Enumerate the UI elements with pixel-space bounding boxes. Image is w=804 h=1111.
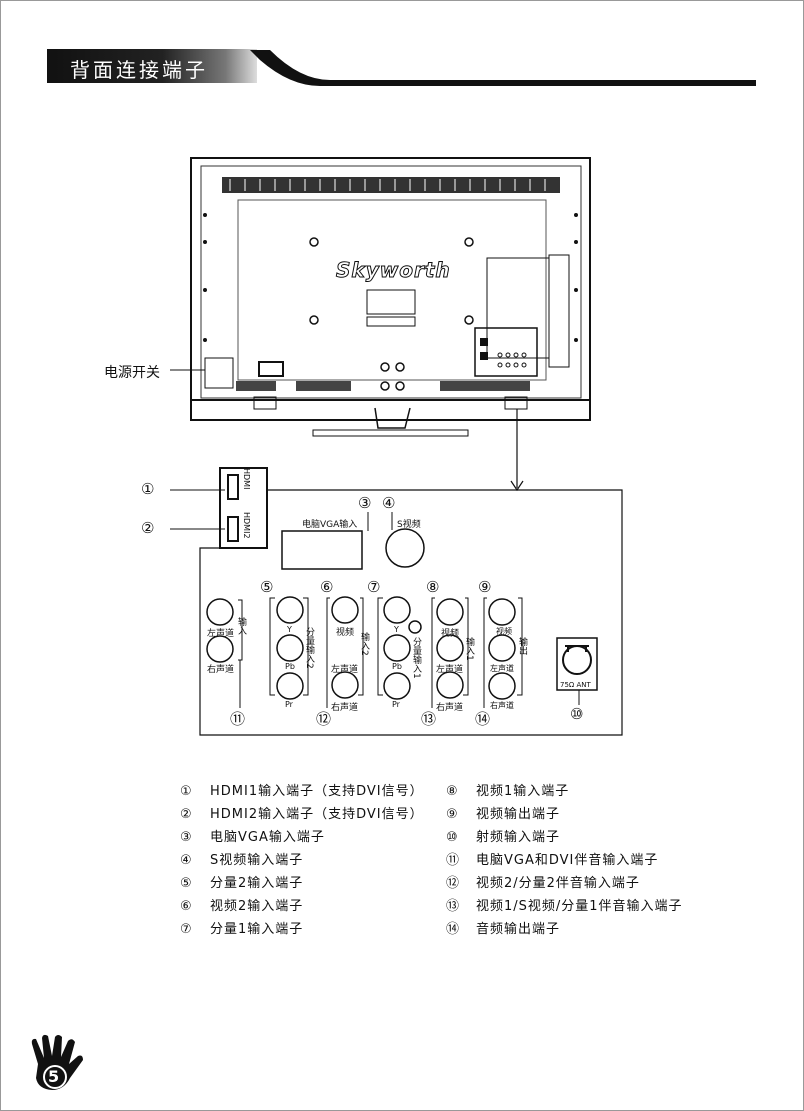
pb1-label: Pb bbox=[392, 662, 402, 671]
input2-label: 输入2 bbox=[359, 632, 369, 656]
marker-8: ⑧ bbox=[426, 578, 440, 596]
header-rule bbox=[250, 50, 756, 86]
hdmi2-label: HDMI2 bbox=[242, 512, 251, 539]
header-tab bbox=[47, 49, 257, 83]
output-label: 输出 bbox=[517, 637, 527, 655]
marker-10: ⑩ bbox=[570, 705, 584, 723]
audio-out-left-label: 左声道 bbox=[490, 664, 514, 673]
marker-7: ⑦ bbox=[367, 578, 381, 596]
left-channel-label: 左声道 bbox=[207, 629, 235, 639]
video1-left-label: 左声道 bbox=[436, 665, 464, 675]
marker-13: ⑬ bbox=[421, 710, 437, 728]
marker-2: ② bbox=[141, 519, 155, 537]
pr1-label: Pr bbox=[392, 700, 400, 709]
marker-1: ① bbox=[141, 480, 155, 498]
y1-label: Y bbox=[394, 625, 399, 634]
page-title: 背面连接端子 bbox=[70, 58, 208, 82]
input1-label: 输入1 bbox=[464, 637, 474, 661]
video1-label: 视频 bbox=[441, 629, 460, 639]
marker-4: ④ bbox=[382, 494, 396, 512]
hdmi1-label: HDMI bbox=[242, 468, 251, 490]
marker-14: ⑭ bbox=[475, 710, 491, 728]
video1-right-label: 右声道 bbox=[436, 703, 464, 713]
video-out-label: 视频 bbox=[496, 627, 512, 636]
pr2-label: Pr bbox=[285, 700, 293, 709]
video2-left-label: 左声道 bbox=[331, 665, 359, 675]
marker-3: ③ bbox=[358, 494, 372, 512]
tv-rear-diagram bbox=[170, 157, 623, 736]
page-number: 5 bbox=[48, 1067, 60, 1086]
video2-label: 视频 bbox=[336, 628, 355, 638]
marker-9: ⑨ bbox=[478, 578, 492, 596]
marker-12: ⑫ bbox=[316, 710, 332, 728]
video2-right-label: 右声道 bbox=[331, 703, 359, 713]
component1-label: 分量输入1 bbox=[411, 637, 421, 679]
antenna-label: 75Ω ANT bbox=[560, 681, 591, 689]
audio-out-right-label: 右声道 bbox=[490, 701, 514, 710]
power-switch-label: 电源开关 bbox=[104, 365, 160, 381]
brand-logo: Skyworth bbox=[336, 258, 451, 283]
vga-label: 电脑VGA输入 bbox=[302, 520, 358, 530]
marker-6: ⑥ bbox=[320, 578, 334, 596]
component2-label: 分量输入2 bbox=[304, 627, 314, 669]
pb2-label: Pb bbox=[285, 662, 295, 671]
svideo-label: S视频 bbox=[397, 520, 421, 530]
right-channel-label: 右声道 bbox=[207, 665, 235, 675]
marker-5: ⑤ bbox=[260, 578, 274, 596]
hand-icon bbox=[31, 1034, 83, 1090]
audio-input-label: 输入 bbox=[236, 617, 246, 635]
y2-label: Y bbox=[287, 625, 292, 634]
marker-11: ⑪ bbox=[230, 710, 246, 728]
